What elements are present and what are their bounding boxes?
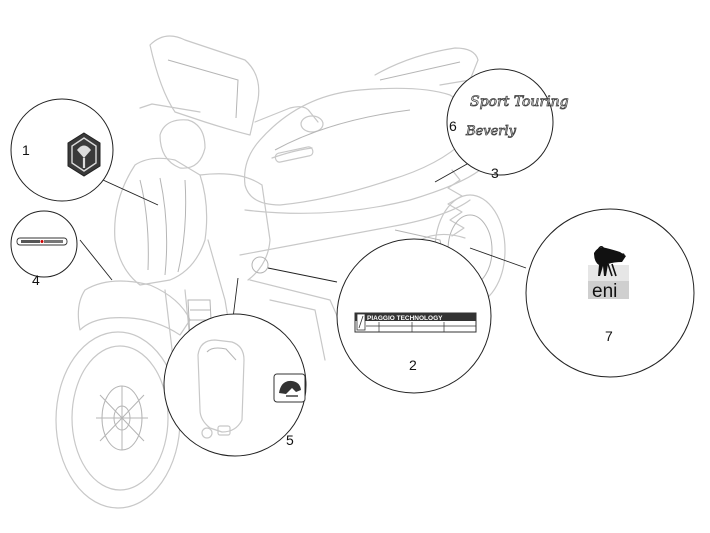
- eni-wordmark: eni: [592, 281, 617, 302]
- technology-plate-decal: PIAGGIO TECHNOLOGY: [354, 312, 477, 333]
- beverly-script-decal: Beverly: [465, 124, 517, 140]
- callout-number-7: 7: [605, 328, 613, 344]
- callout-number-6: 6: [449, 118, 457, 134]
- svg-text:Beverly: Beverly: [465, 124, 517, 139]
- sport-touring-script-decal: Sport Touring: [470, 94, 569, 111]
- piaggio-emblem-icon: [67, 132, 101, 177]
- svg-text:PIAGGIO TECHNOLOGY: PIAGGIO TECHNOLOGY: [367, 315, 443, 322]
- callout-strip: 4: [10, 210, 78, 288]
- callout-emblem: 1: [10, 98, 114, 202]
- callout-number-3: 3: [491, 165, 499, 181]
- callout-number-1: 1: [22, 142, 30, 158]
- callout-number-4: 4: [32, 272, 40, 288]
- underseat-panel: [197, 339, 245, 439]
- helmet-warning-decal: [273, 373, 306, 403]
- six-legged-dog-icon: [594, 246, 626, 277]
- callout-scripts: Sport Touring Beverly 6 3: [446, 68, 569, 181]
- callout-number-5: 5: [286, 432, 294, 448]
- callout-underseat: 5: [163, 313, 307, 457]
- eni-logo: eni: [588, 246, 629, 302]
- callout-technology-plate: PIAGGIO TECHNOLOGY 2: [336, 238, 492, 394]
- scooter-line-art: [55, 35, 506, 509]
- svg-text:Sport Touring: Sport Touring: [470, 94, 569, 110]
- callout-eni: eni 7: [525, 208, 695, 378]
- callout-number-2: 2: [409, 357, 417, 373]
- strip-decal-icon: [16, 237, 68, 246]
